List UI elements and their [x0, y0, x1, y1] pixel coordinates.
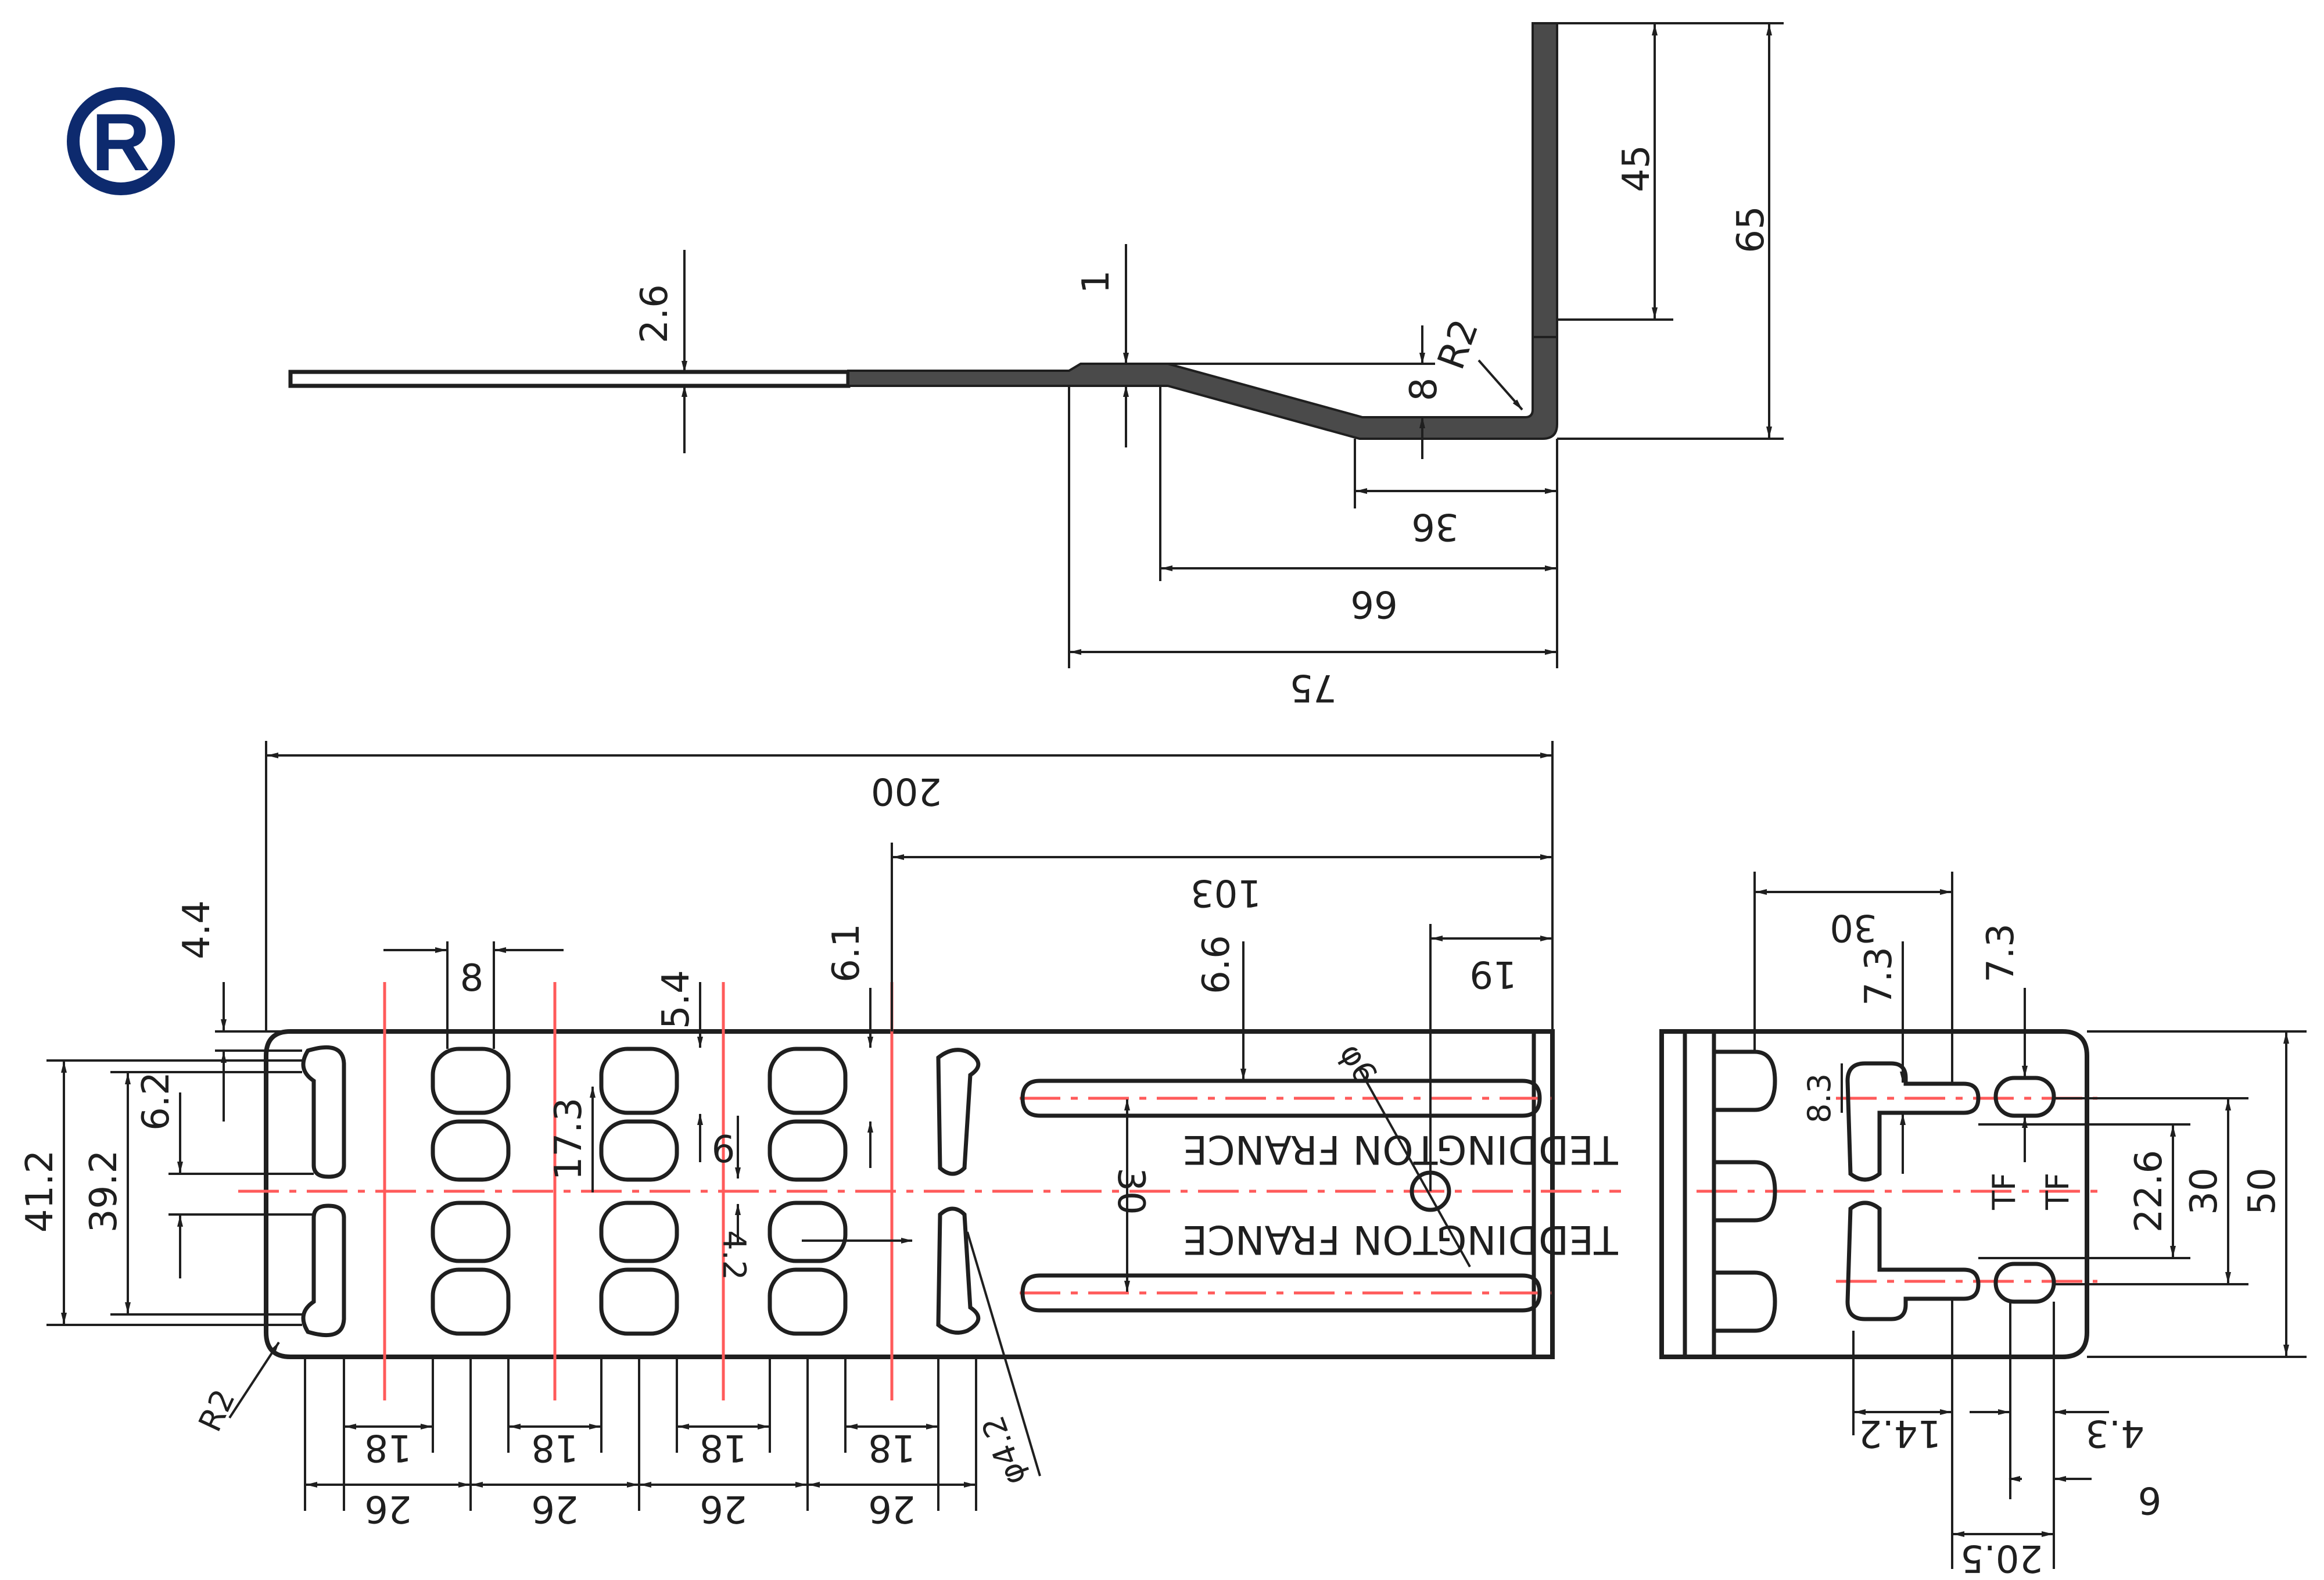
dim-end-14-2: 14.2 — [1859, 1411, 1942, 1454]
top-view: TEDDINGTON FRANCE TEDDINGTON FRANCE 200 … — [19, 741, 1621, 1530]
dim-4-4: 4.4 — [175, 900, 218, 959]
dim-end-4-3: 4.3 — [2085, 1411, 2144, 1454]
dim-26-1: 26 — [364, 1487, 411, 1530]
dim-6: 6 — [712, 1128, 736, 1171]
dim-w66: 66 — [1350, 582, 1397, 625]
side-view: 2.6 1 8 R2 45 65 36 66 — [288, 22, 1784, 709]
dim-8: 8 — [460, 957, 484, 1000]
mark-tf-1: TF — [1986, 1173, 2022, 1210]
dim-41-2: 41.2 — [19, 1150, 62, 1233]
mark-tf-2: TF — [2039, 1173, 2076, 1210]
dim-26-4: 26 — [868, 1487, 915, 1530]
dim-end-20-5: 20.5 — [1960, 1536, 2043, 1579]
dim-19: 19 — [1469, 952, 1516, 995]
dim-end-h30: 30 — [2183, 1167, 2226, 1214]
registered-logo: R — [67, 87, 175, 195]
dim-end-8-3: 8.3 — [1801, 1073, 1838, 1123]
dim-26-2: 26 — [531, 1487, 578, 1530]
dim-6-6: 6.6 — [1195, 935, 1238, 994]
dim-26-3: 26 — [700, 1487, 747, 1530]
dim-end-7-3a: 7.3 — [1857, 947, 1900, 1006]
dim-r2: R2 — [191, 1384, 242, 1437]
dim-6-2: 6.2 — [135, 1072, 178, 1131]
dim-17-3: 17.3 — [547, 1098, 590, 1181]
dim-end-6: 6 — [2138, 1478, 2162, 1521]
dim-offset-8: 8 — [1403, 378, 1446, 402]
dim-h65: 65 — [1730, 206, 1773, 253]
dim-overall: 200 — [871, 769, 942, 812]
dim-30: 30 — [1109, 1167, 1152, 1214]
dim-end-7-3b: 7.3 — [1979, 923, 2022, 983]
dim-offset-1: 1 — [1075, 270, 1118, 294]
dim-thickness: 2.6 — [633, 284, 676, 343]
dim-h45: 45 — [1615, 145, 1658, 192]
dim-18-4: 18 — [868, 1426, 915, 1469]
slot-group-3 — [768, 1047, 848, 1336]
brand-text-1: TEDDINGTON FRANCE — [1182, 1126, 1618, 1172]
slot-group-2 — [599, 1047, 679, 1336]
slot-group-1 — [431, 1047, 511, 1336]
dim-w75: 75 — [1289, 666, 1336, 709]
dim-4-2: 4.2 — [716, 1230, 752, 1280]
dim-18-2: 18 — [531, 1426, 578, 1469]
dim-end-h22-6: 22.6 — [2128, 1150, 2171, 1233]
dim-5-4: 5.4 — [655, 970, 698, 1029]
dim-end-h50: 50 — [2241, 1167, 2284, 1214]
end-plate-outline — [1659, 1029, 2089, 1359]
dim-end-w30: 30 — [1830, 906, 1877, 949]
dim-18-3: 18 — [700, 1426, 747, 1469]
profile-section — [847, 22, 1558, 440]
dim-radius: R2 — [1430, 314, 1487, 375]
dim-39-2: 39.2 — [83, 1150, 125, 1233]
dim-103: 103 — [1190, 871, 1261, 914]
end-view: TF TF 30 7.3 7.3 8.3 22.6 30 — [1659, 872, 2307, 1579]
logo-glyph: R — [91, 96, 150, 188]
dim-w36: 36 — [1411, 505, 1458, 548]
brand-text-2: TEDDINGTON FRANCE — [1182, 1216, 1618, 1262]
dim-18-1: 18 — [364, 1426, 411, 1469]
dim-6-1: 6.1 — [825, 923, 868, 983]
